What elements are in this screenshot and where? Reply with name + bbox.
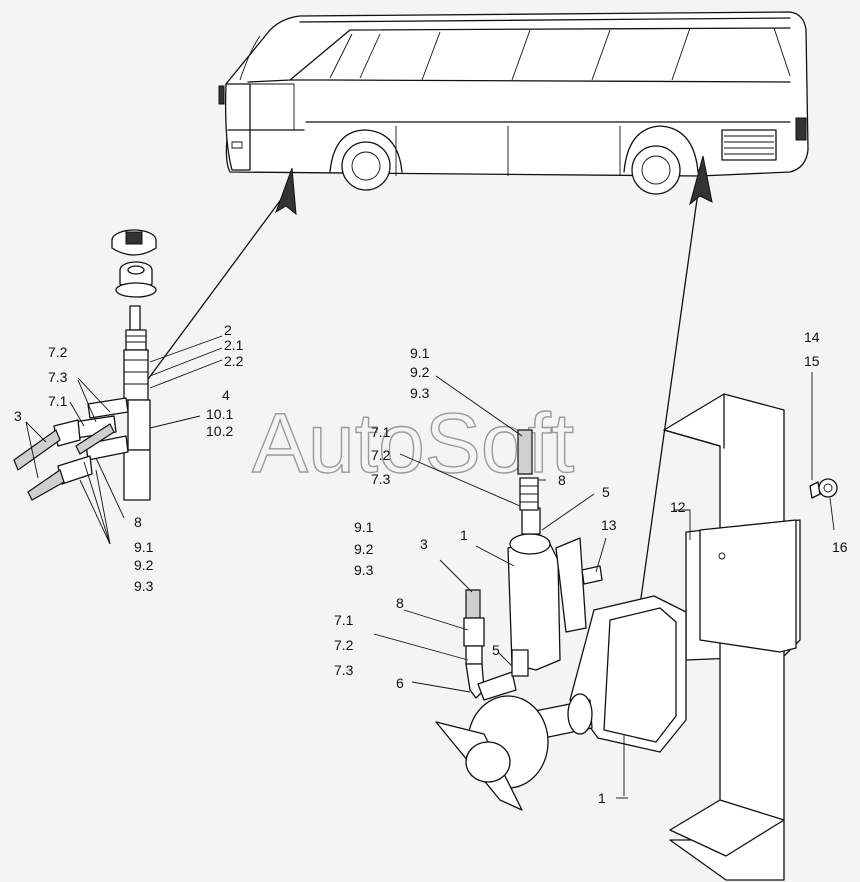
leader-lines bbox=[25, 335, 835, 799]
callout-8-top: 8 bbox=[558, 472, 566, 488]
callout-8: 8 bbox=[134, 514, 142, 530]
callout-5-mid: 5 bbox=[492, 642, 500, 658]
callout-1-top: 1 bbox=[460, 527, 468, 543]
callout-7-2-top: 7.2 bbox=[371, 447, 391, 463]
callout-9-2: 9.2 bbox=[134, 557, 154, 573]
callout-labels-left: 2 2.1 2.2 4 10.1 10.2 7.2 7.3 7.1 3 8 9.… bbox=[14, 322, 244, 594]
callout-15: 15 bbox=[804, 353, 820, 369]
callout-13: 13 bbox=[601, 517, 617, 533]
callout-5-top: 5 bbox=[602, 484, 610, 500]
callout-9-3: 9.3 bbox=[134, 578, 154, 594]
callout-1-bottom: 1 bbox=[598, 790, 606, 806]
callout-2-2: 2.2 bbox=[224, 353, 244, 369]
callout-4: 4 bbox=[222, 387, 230, 403]
callout-9-1-mid: 9.1 bbox=[354, 519, 374, 535]
reservoir-assembly-right bbox=[435, 393, 838, 881]
callout-9-2-top: 9.2 bbox=[410, 364, 430, 380]
valve-assembly-left bbox=[13, 229, 157, 501]
callout-7-1-top: 7.1 bbox=[371, 424, 391, 440]
callout-3: 3 bbox=[14, 408, 22, 424]
callout-7-2-mid: 7.2 bbox=[334, 637, 354, 653]
callout-16: 16 bbox=[832, 539, 848, 555]
callout-7-1: 7.1 bbox=[48, 393, 68, 409]
callout-7-3: 7.3 bbox=[48, 369, 68, 385]
callout-7-3-mid: 7.3 bbox=[334, 662, 354, 678]
callout-9-1-top: 9.1 bbox=[410, 345, 430, 361]
callout-7-3-top: 7.3 bbox=[371, 471, 391, 487]
callout-6: 6 bbox=[396, 675, 404, 691]
callout-7-2: 7.2 bbox=[48, 344, 68, 360]
callout-9-1: 9.1 bbox=[134, 539, 154, 555]
callout-2: 2 bbox=[224, 322, 232, 338]
callout-12: 12 bbox=[670, 499, 686, 515]
callout-3-mid: 3 bbox=[420, 536, 428, 552]
callout-labels-right: 9.1 9.2 9.3 7.1 7.2 7.3 8 5 1 13 9.1 9.2… bbox=[334, 329, 848, 806]
bus-illustration bbox=[139, 11, 809, 663]
callout-8-mid: 8 bbox=[396, 595, 404, 611]
callout-14: 14 bbox=[804, 329, 820, 345]
callout-9-3-mid: 9.3 bbox=[354, 562, 374, 578]
callout-9-2-mid: 9.2 bbox=[354, 541, 374, 557]
callout-10-1: 10.1 bbox=[206, 406, 233, 422]
callout-9-3-top: 9.3 bbox=[410, 385, 430, 401]
callout-10-2: 10.2 bbox=[206, 423, 233, 439]
callout-2-1: 2.1 bbox=[224, 337, 244, 353]
callout-7-1-mid: 7.1 bbox=[334, 612, 354, 628]
